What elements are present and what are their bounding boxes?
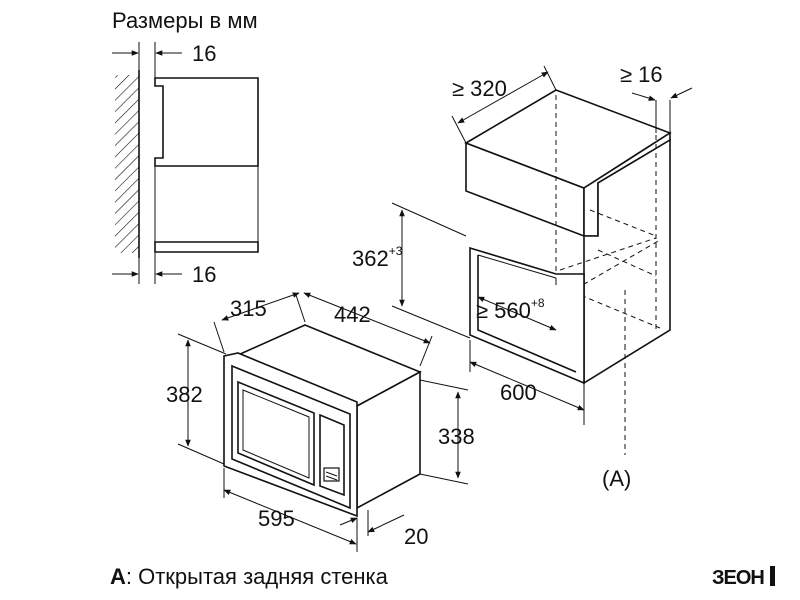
- dim-top-gap-label: 16: [192, 41, 216, 66]
- dim-cabinet-width-arrow: [469, 361, 585, 411]
- side-view: 16 16: [112, 41, 259, 287]
- dim-front-thickness-label: 20: [404, 524, 428, 549]
- wall-hatching: [115, 75, 139, 253]
- dim-depth-label: ≥ 320: [452, 76, 507, 101]
- dim-oven-height-front-label: 382: [166, 382, 203, 407]
- label-a: (A): [602, 466, 631, 491]
- sizes-title: Размеры в мм: [112, 8, 258, 33]
- dim-oven-height-body-label: 338: [438, 424, 475, 449]
- brand-logo: ЗЕОН: [712, 566, 775, 589]
- dim-cabinet-width-label: 600: [500, 380, 537, 405]
- footnote: A: Открытая задняя стенка: [110, 564, 389, 589]
- dim-bottom-gap-label: 16: [192, 262, 216, 287]
- dim-oven-depth-arrow: [221, 292, 300, 321]
- dim-oven-depth-label: 315: [230, 296, 267, 321]
- dim-back-gap-label: ≥ 16: [620, 62, 663, 87]
- oven-view: 315 442 382 338 595 20: [166, 292, 475, 552]
- dim-front-width-arrow: [223, 489, 357, 545]
- dim-front-thickness-arrow-2: [367, 514, 405, 533]
- oven-door-window: [237, 380, 315, 487]
- logo-text: ЗЕОН: [712, 567, 764, 589]
- dim-front-width-label: 595: [258, 506, 295, 531]
- dim-height-label: 362+3: [352, 244, 403, 271]
- dim-depth-arrow: [457, 71, 549, 124]
- lower-base: [154, 241, 259, 253]
- dim-back-gap-arrow-right: [670, 87, 693, 99]
- dim-niche-width-label: ≥ 560+8: [476, 296, 545, 323]
- dim-oven-width-arrow: [303, 292, 431, 344]
- dim-back-gap-arrow-left: [631, 92, 656, 101]
- dim-front-thickness-arrow-1: [339, 517, 358, 526]
- upper-shelf: [154, 77, 259, 167]
- dim-niche-width-arrow: [477, 296, 557, 331]
- niche-view: (A) ≥ 320 ≥ 16 362+3 ≥ 560+8 600: [352, 62, 693, 491]
- dim-oven-width-label: 442: [334, 302, 371, 327]
